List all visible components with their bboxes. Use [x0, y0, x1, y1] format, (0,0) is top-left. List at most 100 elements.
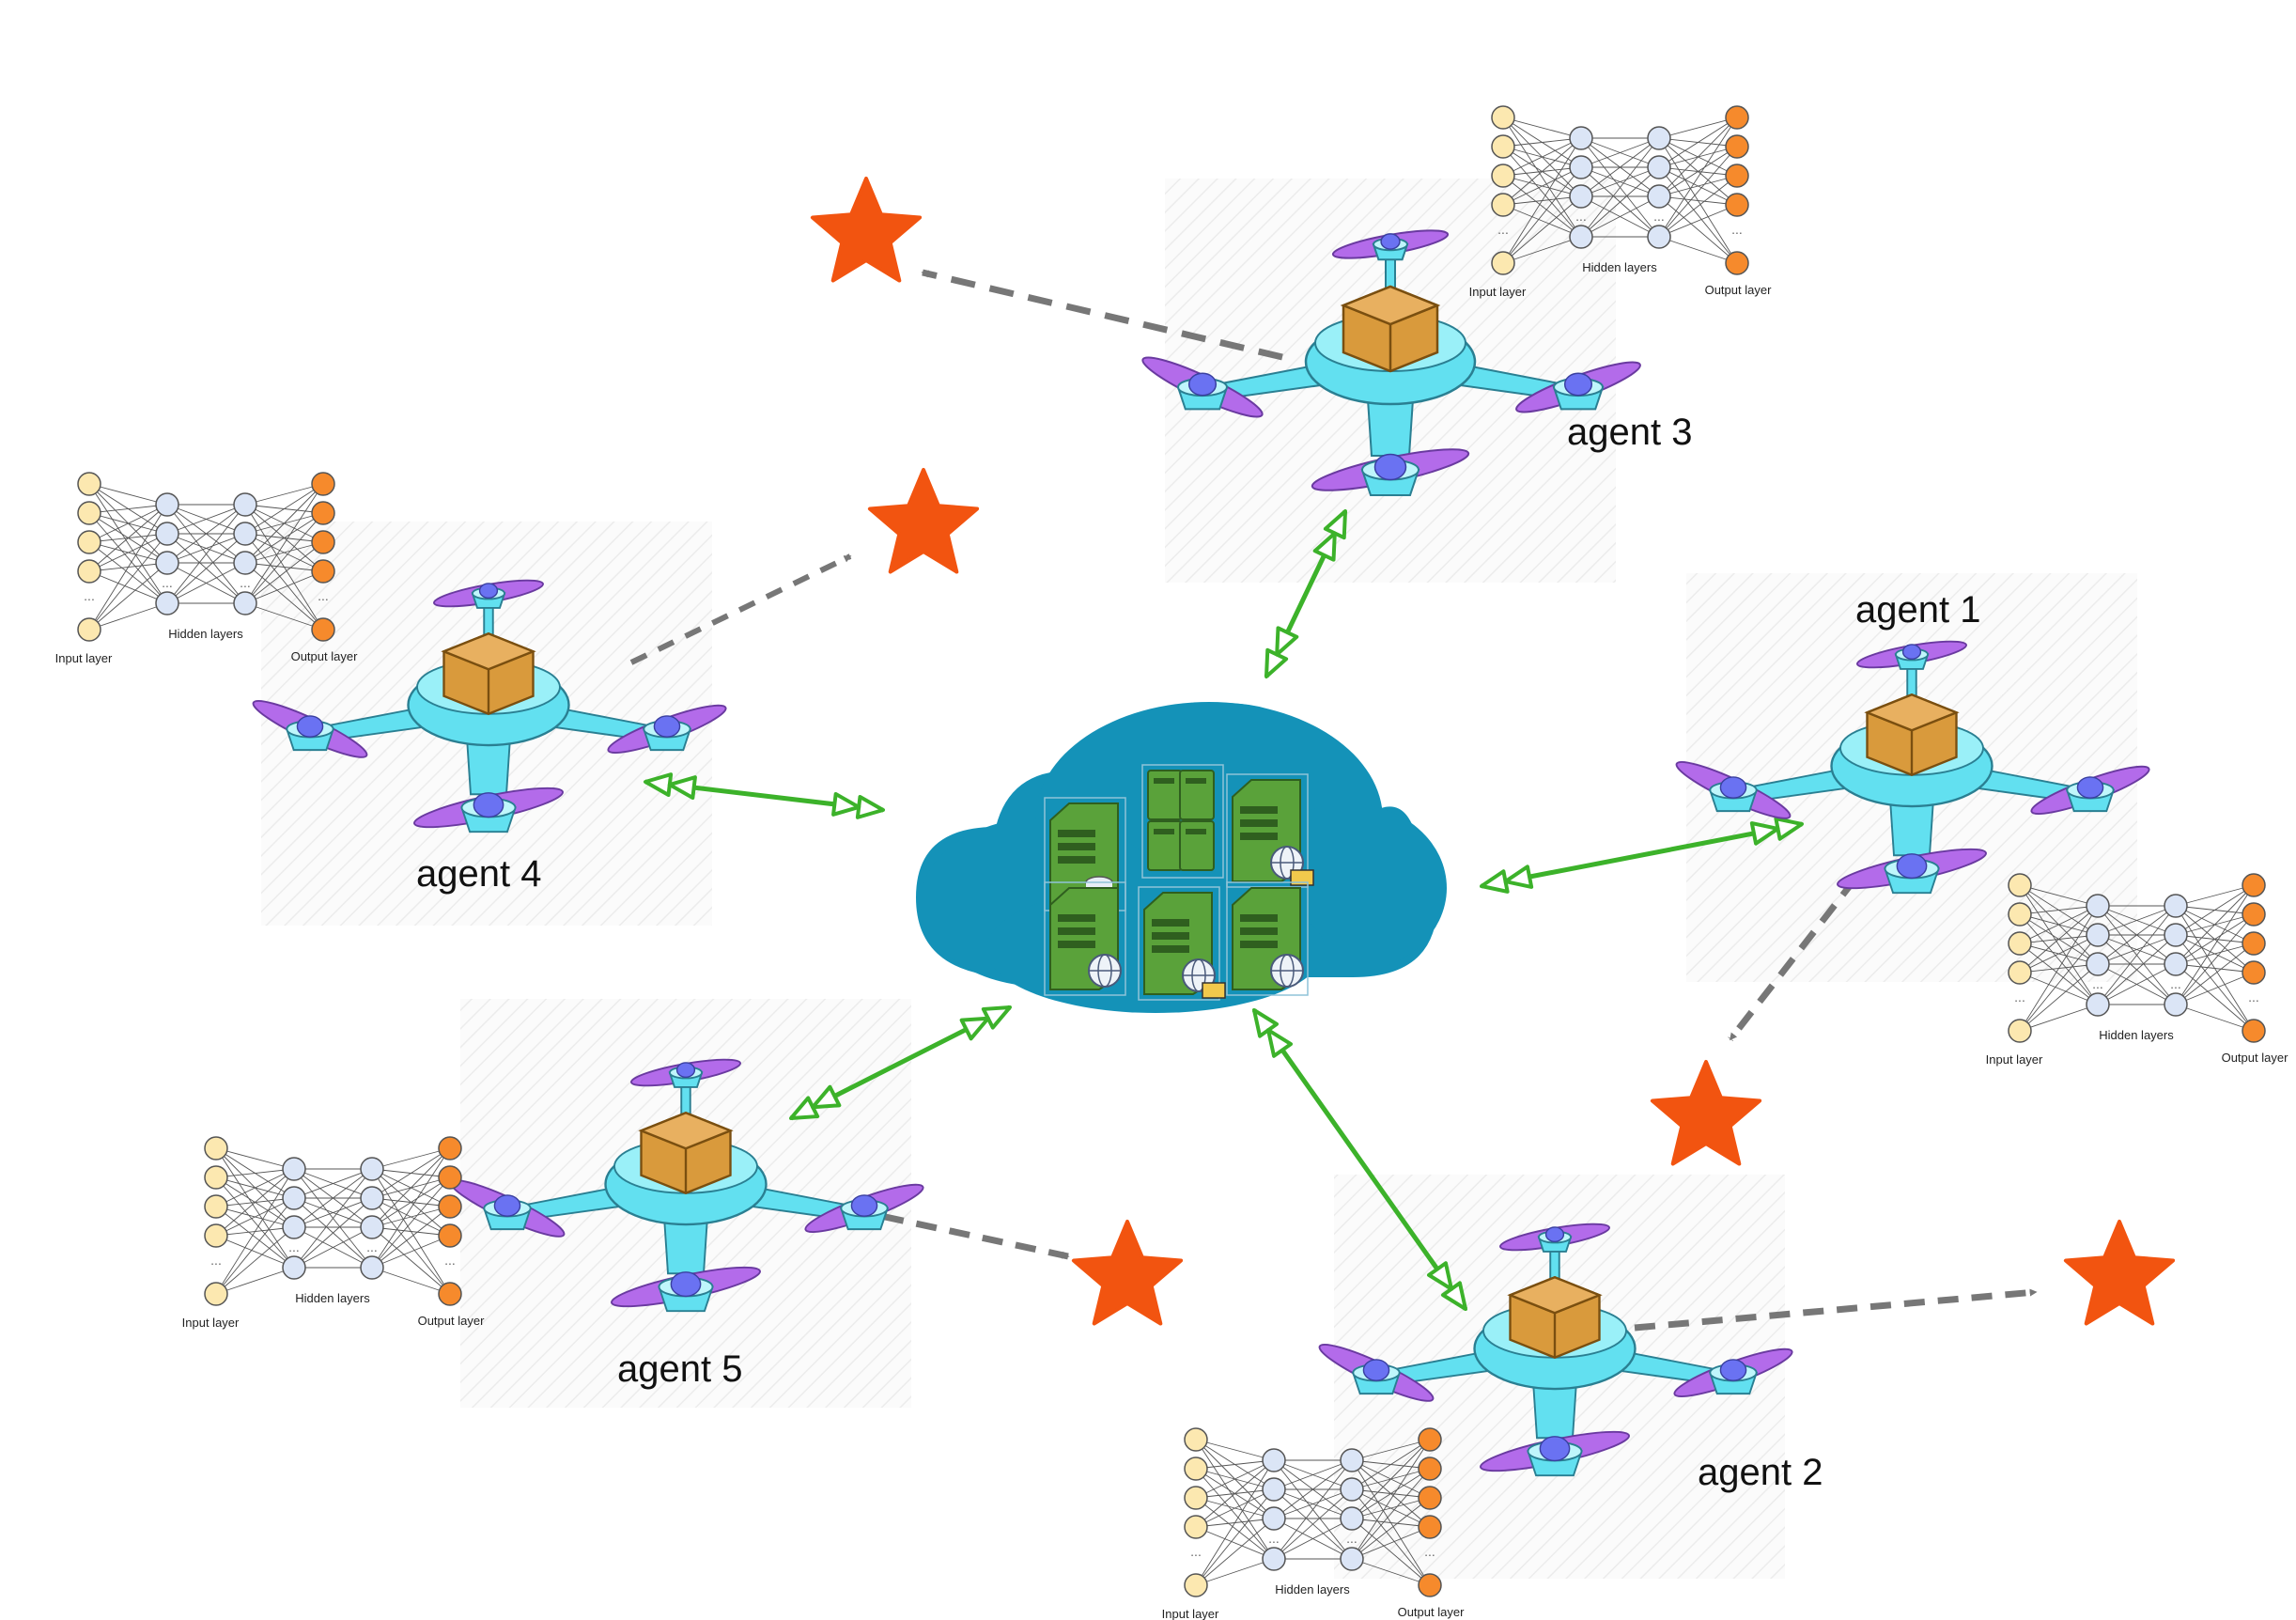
ellipsis: ...	[2092, 976, 2103, 991]
neuron	[2086, 952, 2110, 976]
ellipsis: ...	[240, 575, 251, 590]
neuron	[1491, 251, 1515, 275]
ellipsis: ...	[288, 1239, 300, 1254]
hidden-layers-label: Hidden layers	[295, 1291, 370, 1305]
neuron	[1262, 1448, 1286, 1472]
agent4-action-arrow	[629, 553, 852, 665]
ellipsis: ...	[1424, 1544, 1435, 1559]
output-layer-label: Output layer	[418, 1314, 485, 1328]
neuron	[1184, 1427, 1208, 1452]
neuron	[2242, 902, 2266, 927]
communication-links	[644, 509, 1804, 1311]
agent2-label: agent 2	[1698, 1452, 1823, 1493]
neuron	[2008, 931, 2032, 956]
ellipsis: ...	[1653, 209, 1665, 224]
neuron	[1569, 184, 1593, 209]
ellipsis: ...	[366, 1239, 378, 1254]
neuron	[438, 1223, 462, 1248]
neuron	[1262, 1547, 1286, 1571]
target-star-icon	[1071, 1220, 1184, 1326]
neuron	[77, 472, 101, 496]
neuron	[77, 530, 101, 554]
output-layer-label: Output layer	[1705, 283, 1772, 297]
agent5-label: agent 5	[617, 1348, 742, 1390]
neuron	[1418, 1486, 1442, 1510]
neuron	[1569, 155, 1593, 179]
target-star-icon	[2063, 1220, 2176, 1326]
neuron	[155, 522, 179, 546]
neuron	[311, 559, 335, 584]
target-stars	[810, 177, 2176, 1326]
hidden-layers-label: Hidden layers	[1582, 260, 1657, 274]
neuron	[1725, 193, 1749, 217]
neuron	[1725, 105, 1749, 130]
neuron	[2164, 923, 2188, 947]
neuron	[2008, 960, 2032, 985]
ellipsis: ...	[84, 588, 95, 603]
server-icon	[1141, 764, 1224, 879]
input-layer-label: Input layer	[1469, 285, 1527, 299]
neuron	[282, 1215, 306, 1239]
neuron	[2242, 931, 2266, 956]
neuron	[77, 617, 101, 642]
ellipsis: ...	[444, 1253, 456, 1268]
neuron	[233, 591, 257, 615]
ellipsis: ...	[1346, 1531, 1357, 1546]
neuron	[311, 530, 335, 554]
neuron	[204, 1282, 228, 1306]
hidden-layers-label: Hidden layers	[168, 627, 243, 641]
neuron	[1725, 164, 1749, 188]
neuron	[1725, 251, 1749, 275]
neuron	[233, 492, 257, 517]
agent1-label: agent 1	[1855, 589, 1980, 631]
neuron	[2008, 1019, 2032, 1043]
action-arrows	[629, 269, 2038, 1332]
neuron	[204, 1165, 228, 1190]
ellipsis: ...	[1268, 1531, 1280, 1546]
neuron	[1569, 126, 1593, 150]
neuron	[2242, 1019, 2266, 1043]
ellipsis: ...	[318, 588, 329, 603]
neuron	[438, 1282, 462, 1306]
neuron	[1340, 1448, 1364, 1472]
neuron	[1647, 126, 1671, 150]
ellipsis: ...	[2248, 989, 2259, 1005]
neuron	[282, 1255, 306, 1280]
neuron	[438, 1165, 462, 1190]
neuron	[1418, 1573, 1442, 1597]
server-icon	[1044, 881, 1126, 996]
server-icon	[1138, 886, 1226, 1001]
input-layer-label: Input layer	[1986, 1052, 2043, 1067]
hidden-layers-label: Hidden layers	[2099, 1028, 2174, 1042]
neuron	[204, 1223, 228, 1248]
neuron	[1491, 193, 1515, 217]
neuron	[1418, 1456, 1442, 1481]
drones	[252, 229, 2150, 1477]
neuron	[360, 1186, 384, 1210]
neuron	[1184, 1515, 1208, 1539]
ellipsis: ...	[1497, 222, 1509, 237]
agent5-action-arrow	[849, 1206, 1070, 1260]
neuron	[1569, 225, 1593, 249]
neuron	[1340, 1506, 1364, 1531]
agent3-label: agent 3	[1567, 412, 1692, 453]
neuron	[2008, 873, 2032, 897]
neuron	[233, 551, 257, 575]
neuron	[282, 1157, 306, 1181]
neuron	[360, 1255, 384, 1280]
neuron	[2086, 894, 2110, 918]
agent2-drone	[1318, 1223, 1793, 1477]
neuron	[1647, 155, 1671, 179]
neuron	[2086, 992, 2110, 1017]
agent4-label: agent 4	[416, 853, 541, 895]
agent1-link	[1480, 817, 1804, 894]
neuron	[2242, 873, 2266, 897]
neuron	[1262, 1477, 1286, 1502]
neuron	[311, 617, 335, 642]
neuron	[1491, 164, 1515, 188]
ellipsis: ...	[1731, 222, 1743, 237]
